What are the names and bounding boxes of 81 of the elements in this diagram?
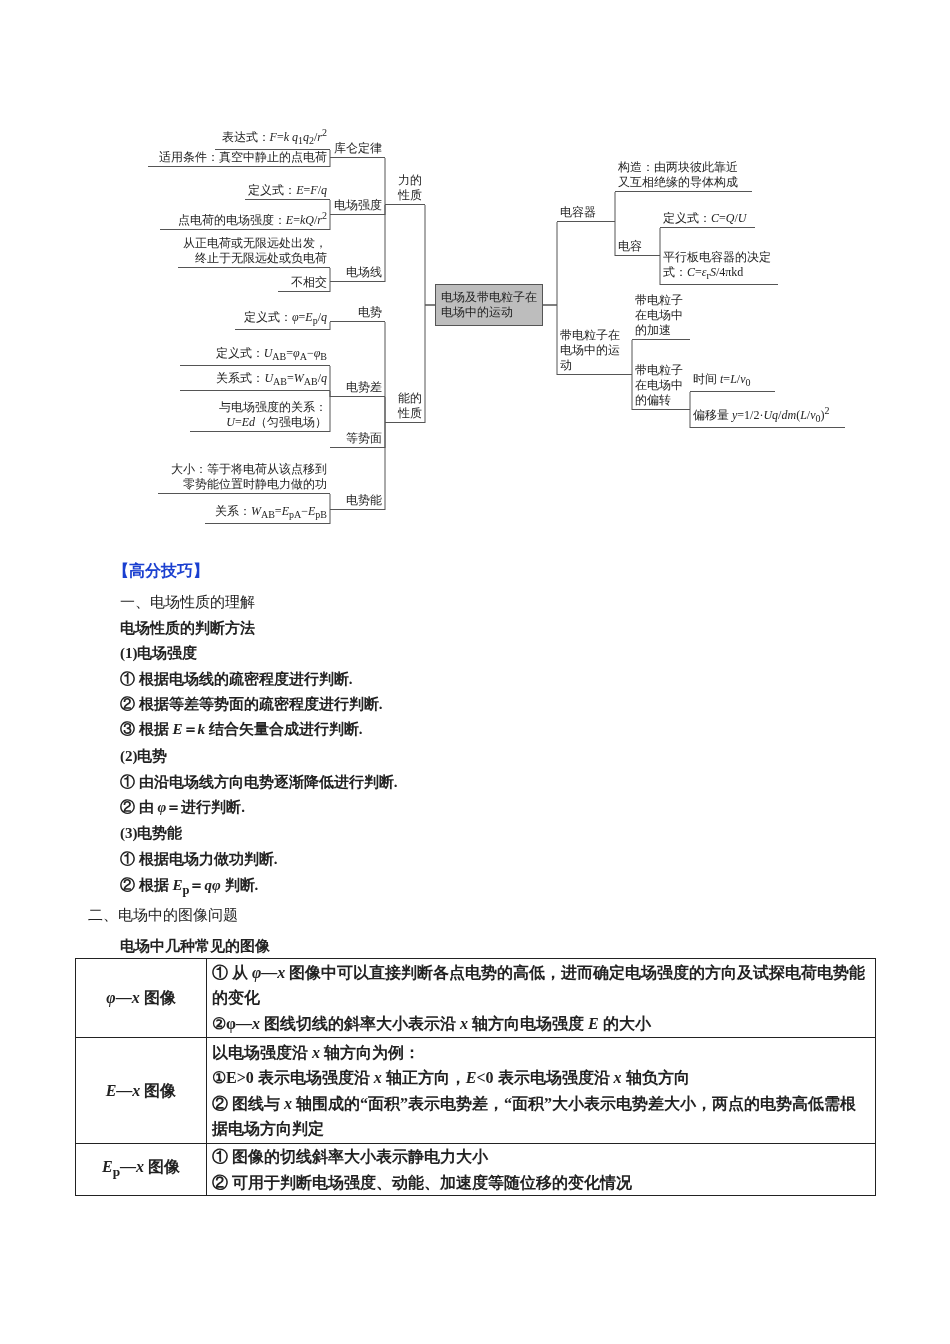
topic-text: 构造：由两块彼此靠近又互相绝缘的导体构成 <box>615 160 752 192</box>
cell-text: ② 图线与 x 轴围成的“面积”表示电势差，“面积”大小表示电势差大小，两点的电势高低需根据电场方向判定 <box>212 1093 857 1139</box>
topic-text: 电势能 <box>330 493 385 510</box>
body-text: ② 根据等差等势面的疏密程度进行判断. <box>120 695 383 714</box>
connector-line <box>689 409 691 429</box>
topic-text: 电势 <box>330 305 385 322</box>
topic-text: 带电粒子在电场中的运动 <box>557 327 632 375</box>
topic-text: 电容 <box>615 240 660 256</box>
body-text: (1)电场强度 <box>120 644 198 663</box>
cell-text: 以电场强度沿 x 轴方向为例： <box>212 1042 421 1063</box>
topic-text: 能的性质 <box>385 390 425 423</box>
cell-text: ①E>0 表示电场强度沿 x 轴正方向，E<0 表示电场强度沿 x 轴负方向 <box>212 1068 691 1088</box>
topic-text: 等势面 <box>330 432 385 448</box>
connector-line <box>659 255 661 286</box>
body-text: ③ 根据 E＝k 结合矢量合成进行判断. <box>120 720 363 739</box>
connector-line <box>329 157 331 168</box>
topic-text: 定义式：C=Q/U <box>660 208 755 228</box>
section-heading: 【高分技巧】 <box>113 561 209 581</box>
connector-line <box>329 321 331 331</box>
topic-text: 从正电荷或无限远处出发，终止于无限远处或负电荷 <box>178 236 330 268</box>
table-cell: φ—x 图像 <box>75 958 207 1038</box>
connector-line <box>329 267 331 283</box>
topic-text: 定义式：U$_{AB}$=φ$_{A}$−φ$_{B}$ <box>180 347 330 366</box>
connector-line <box>329 493 331 511</box>
topic-text: 关系：W$_{AB}$=E$_{pA}$−E$_{pB}$ <box>205 505 330 524</box>
table-cell: E—x 图像 <box>75 1037 207 1144</box>
connector-line <box>614 221 616 257</box>
connector-line <box>329 214 331 231</box>
body-text: ② 根据 E$_{p}$＝qφ 判断. <box>120 876 259 899</box>
heading-text: 一、电场性质的理解 <box>120 593 255 612</box>
connector-line <box>329 149 331 159</box>
connector-line <box>329 509 331 525</box>
connector-line <box>329 199 331 216</box>
body-text: 电场性质的判断方法 <box>120 619 255 638</box>
topic-text: 偏移量 y=1/2·Uq/dm(L/v$_{0}$)$^{2}$ <box>690 406 845 428</box>
topic-text: 库仑定律 <box>330 141 385 158</box>
body-text: 电场中几种常见的图像 <box>120 937 270 956</box>
topic-text: 电场线 <box>330 265 385 282</box>
topic-text: 关系式：U$_{AB}$=W$_{AB}$/q <box>180 371 330 391</box>
body-text: ② 由 φ＝进行判断. <box>120 798 246 817</box>
connector-line <box>659 227 661 257</box>
topic-text: 带电粒子在电场中的加速 <box>632 292 690 340</box>
connector-line <box>384 396 386 424</box>
topic-text: 不相交 <box>278 275 330 292</box>
connector-line <box>631 374 633 411</box>
body-text: ① 根据电场线的疏密程度进行判断. <box>120 670 353 689</box>
cell-text: ②φ—x 图线切线的斜率大小表示沿 x 轴方向电场强度 E 的大小 <box>212 1013 652 1035</box>
connector-line <box>329 390 331 398</box>
body-text: (3)电势能 <box>120 824 183 843</box>
connector-line <box>542 304 558 376</box>
topic-text: 点电荷的电场强度：E=kQ/r$^{2}$ <box>160 211 330 230</box>
connector-line <box>384 157 386 206</box>
connector-line <box>689 391 691 411</box>
topic-text: 表达式：F=k q$_{1}$q$_{2}$/r$^{2}$ <box>215 130 330 150</box>
cell-text: ② 可用于判断电场强度、动能、加速度等随位移的变化情况 <box>212 1172 633 1193</box>
topic-text: 平行板电容器的决定式：C=ε$_{r}$S/4πkd <box>660 236 778 285</box>
body-text: ① 由沿电场线方向电势逐渐降低进行判断. <box>120 773 398 792</box>
cell-text: ① 图像的切线斜率大小表示静电力大小 <box>212 1147 489 1167</box>
topic-text: 大小：等于将电荷从该点移到零势能位置时静电力做的功 <box>158 462 330 494</box>
connector-line <box>614 191 616 223</box>
topic-text: 适用条件：真空中静止的点电荷 <box>148 151 330 167</box>
connector-line <box>329 396 331 433</box>
connector-line <box>329 281 331 293</box>
table-cell: E$_{p}$—x 图像 <box>75 1143 207 1196</box>
topic-text: 定义式：E=F/q <box>245 180 330 200</box>
topic-text: 时间 t=L/v$_{0}$ <box>690 373 775 392</box>
topic-text: 电场强度 <box>330 198 385 215</box>
topic-text: 带电粒子在电场中的偏转 <box>632 362 690 410</box>
topic-text: 电容器 <box>557 205 615 222</box>
connector-line <box>384 204 386 283</box>
heading-text: 二、电场中的图像问题 <box>88 906 238 925</box>
connector-line <box>384 422 386 511</box>
topic-text: 定义式：φ=E$_{p}$/q <box>235 311 330 330</box>
body-text: (2)电势 <box>120 747 168 766</box>
topic-text: 与电场强度的关系：U=Ed（匀强电场） <box>190 400 330 432</box>
topic-text: 力的性质 <box>385 172 425 205</box>
body-text: ① 根据电场力做功判断. <box>120 850 278 869</box>
connector-line <box>631 339 633 376</box>
topic-text: 电势差 <box>330 380 385 397</box>
connector-line <box>424 304 436 424</box>
root-box: 电场及带电粒子在电场中的运动 <box>435 284 543 326</box>
